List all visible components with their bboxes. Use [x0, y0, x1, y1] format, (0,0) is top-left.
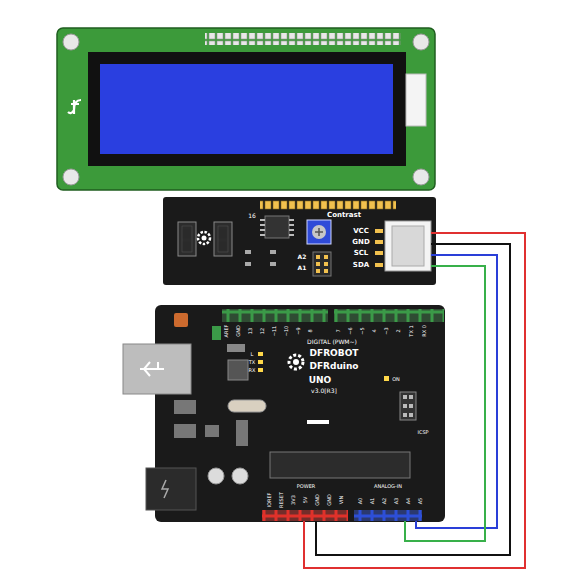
pin-label: A2 [382, 498, 387, 505]
pin-label: DFRduino [309, 362, 358, 371]
pin-label: 5V [303, 497, 308, 504]
pin-label: GND [352, 239, 369, 246]
pin-label: GND [236, 325, 241, 336]
pin-label: AREF [224, 325, 229, 338]
pin-label: 8 [308, 329, 313, 332]
pin-label: RX 0 [422, 325, 427, 337]
gnd-wire [316, 244, 510, 555]
pin-label: A3 [394, 498, 399, 505]
pin-label: TX [249, 360, 255, 365]
pin-label: L [251, 352, 254, 357]
pin-label: A1 [370, 498, 375, 505]
lcd-module [57, 28, 435, 190]
pin-label: ICSP [417, 430, 428, 435]
dfrduino-uno [123, 305, 445, 522]
i2c-adapter [163, 197, 436, 285]
pin-label: SDA [353, 262, 369, 269]
pin-label: DIGITAL (PWM~) [307, 339, 357, 345]
pin-label: UNO [309, 376, 332, 385]
pin-label: POWER [297, 484, 316, 489]
pin-label: ~5 [360, 327, 365, 334]
pin-label: ANALOG-IN [374, 484, 402, 489]
pin-label: 7 [336, 329, 341, 332]
pin-label: v3.0[R3] [311, 388, 337, 394]
pin-label: TX 1 [409, 325, 414, 336]
pin-label: A2 [298, 254, 307, 260]
pin-label: DFROBOT [310, 349, 359, 358]
pin-label: A0 [358, 498, 363, 505]
pin-label: ~9 [296, 327, 301, 334]
pin-label: IOREF [267, 493, 272, 508]
wires [304, 233, 525, 568]
pin-label: 16 [248, 213, 256, 219]
vcc-wire [304, 233, 525, 568]
pin-label: 4 [372, 329, 377, 332]
pin-label: SCL [354, 250, 369, 257]
pin-label: A5 [418, 498, 423, 505]
pin-label: GND [327, 494, 332, 505]
pin-label: GND [315, 494, 320, 505]
pin-label: RESET [279, 492, 284, 508]
pin-label: Contrast [327, 212, 361, 219]
pin-label: VCC [353, 228, 369, 235]
pin-label: ON [392, 377, 400, 382]
pin-label: A1 [298, 265, 307, 271]
sda-wire [405, 266, 485, 541]
pin-label: 2 [396, 329, 401, 332]
pin-label: 3V3 [291, 495, 296, 505]
pin-label: 12 [260, 328, 265, 334]
pin-label: 13 [248, 328, 253, 334]
pin-label: ~11 [272, 326, 277, 337]
pin-label: A4 [406, 498, 411, 505]
pin-label: ~3 [384, 327, 389, 334]
pin-label: ~6 [348, 327, 353, 334]
pin-label: ~10 [284, 326, 289, 337]
pin-label: VIN [339, 496, 344, 505]
pin-label: RX [249, 368, 256, 373]
